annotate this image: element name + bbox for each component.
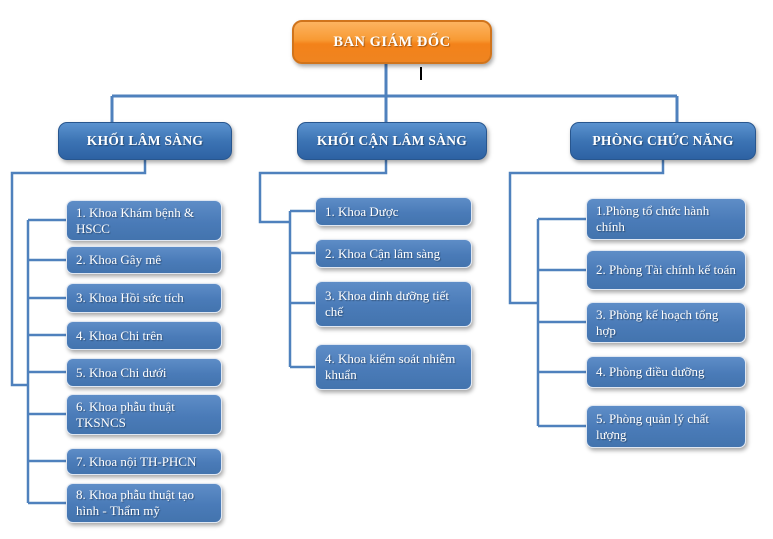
org-node-khoa-phau-thuat-tao-hinh: 8. Khoa phẫu thuật tạo hình - Thẩm mỹ — [66, 483, 222, 523]
org-node-khoa-can-lam-sang: 2. Khoa Cận lâm sàng — [315, 239, 472, 268]
org-node-khoa-noi-th-phcn: 7. Khoa nội TH-PHCN — [66, 448, 222, 475]
org-node-phong-ke-hoach-tong-hop: 3. Phòng kế hoạch tổng hợp — [586, 302, 746, 343]
org-node-khoa-chi-tren: 4. Khoa Chi trên — [66, 321, 222, 350]
org-node-khoa-dinh-duong-tiet-che: 3. Khoa dinh dưỡng tiết chế — [315, 281, 472, 327]
org-node-khoa-chi-duoi: 5. Khoa Chi dưới — [66, 358, 222, 387]
branch-header-khoi-lam-sang: KHỐI LÂM SÀNG — [58, 122, 232, 160]
org-node-khoa-phau-thuat-tksncs: 6. Khoa phẫu thuật TKSNCS — [66, 394, 222, 435]
org-node-phong-tai-chinh-ke-toan: 2. Phòng Tài chính kế toán — [586, 250, 746, 290]
org-node-khoa-hoi-suc-tich: 3. Khoa Hồi sức tích — [66, 283, 222, 313]
org-node-khoa-kham-benh-hscc: 1. Khoa Khám bệnh & HSCC — [66, 200, 222, 241]
org-node-khoa-gay-me: 2. Khoa Gây mê — [66, 246, 222, 274]
branch-header-phong-chuc-nang: PHÒNG CHỨC NĂNG — [570, 122, 756, 160]
org-node-phong-quan-ly-chat-luong: 5. Phòng quản lý chất lượng — [586, 405, 746, 448]
org-node-khoa-kiem-soat-nhiem-khuan: 4. Khoa kiểm soát nhiễm khuẩn — [315, 344, 472, 390]
org-node-phong-dieu-duong: 4. Phòng điều dưỡng — [586, 356, 746, 388]
root-node-ban-giam-doc: BAN GIÁM ĐỐC — [292, 20, 492, 64]
org-node-phong-to-chuc-hanh-chinh: 1.Phòng tổ chức hành chính — [586, 198, 746, 240]
org-node-khoa-duoc: 1. Khoa Dược — [315, 197, 472, 226]
branch-header-khoi-can-lam-sang: KHỐI CẬN LÂM SÀNG — [297, 122, 487, 160]
